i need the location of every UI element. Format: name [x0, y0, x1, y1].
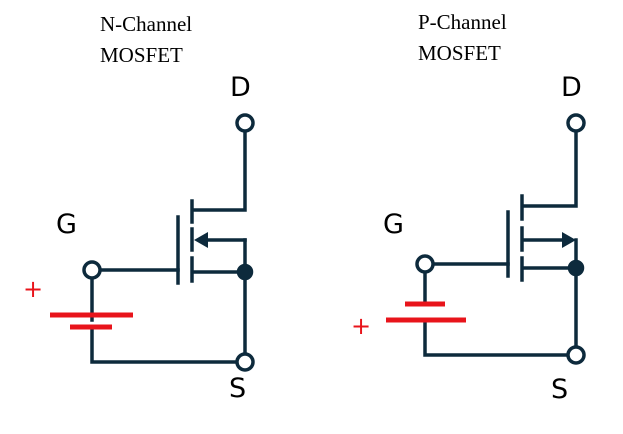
n-channel-source-label: S [229, 373, 246, 404]
n-channel-body-arrow-icon [194, 232, 208, 248]
n-channel-title-line2: MOSFET [100, 43, 183, 67]
p-channel-drain-terminal [566, 113, 586, 133]
n-channel-drain-wire [192, 128, 247, 212]
n-channel-battery-to-source-wire [90, 328, 240, 364]
n-channel-title-line1: N-Channel [100, 12, 192, 36]
n-channel-source-terminal [235, 352, 255, 372]
n-channel-junction-dot [236, 263, 254, 281]
p-channel-source-label: S [551, 374, 568, 405]
n-channel-drain-terminal [235, 113, 255, 133]
p-channel-source-terminal [566, 345, 586, 365]
p-channel-junction-dot [567, 259, 585, 277]
p-channel-gate-terminal [415, 254, 435, 274]
p-channel-drain-label: D [561, 72, 582, 103]
p-channel-title-line2: MOSFET [418, 41, 501, 65]
n-channel-battery-plus-sign: + [23, 275, 43, 303]
p-channel-mosfet-diagram: P-Channel MOSFET D G S + [351, 10, 586, 405]
p-channel-title-line1: P-Channel [418, 10, 507, 34]
n-channel-source-wire [192, 270, 247, 362]
p-channel-drain-wire [522, 128, 578, 208]
p-channel-battery-plus-sign: + [351, 312, 371, 340]
n-channel-gate-label: G [56, 209, 77, 240]
n-channel-gate-terminal [82, 260, 102, 280]
p-channel-body-arrow-icon [562, 232, 576, 248]
p-channel-gate-label: G [383, 209, 404, 240]
n-channel-mosfet-diagram: N-Channel MOSFET D G S + [23, 12, 255, 404]
p-channel-battery-to-source-wire [423, 318, 570, 357]
p-channel-source-wire [522, 266, 578, 350]
n-channel-drain-label: D [230, 72, 251, 103]
